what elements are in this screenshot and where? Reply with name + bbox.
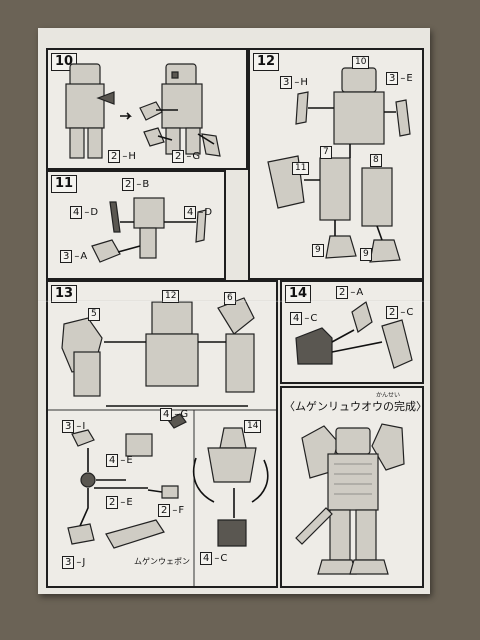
sub-assembly-ref: 11 [292,162,310,175]
step-11-illustration [91,197,207,263]
completed-robot-illustration [295,423,405,575]
completed-title: 〈ムゲンリュウオウの完成〉 [284,400,427,413]
part-label: 2–A [336,286,363,299]
step-14-panel: 14 2–A 4–C 2–C [280,280,424,384]
part-label: 3–A [60,250,87,263]
part-label: 4–D [70,206,98,219]
completed-panel: かんせい 〈ムゲンリュウオウの完成〉 [280,386,427,588]
step-10-illustration [65,63,221,159]
part-label: 2–B [122,178,149,191]
step-number: 10 [51,53,78,71]
part-label: 2–F [158,504,184,517]
step-11-panel: 11 2–B 4–D 4–D 3–A [46,170,226,280]
step-number: 14 [285,285,312,303]
sub-assembly-ref: 5 [88,308,100,321]
part-label: 3–E [386,72,413,85]
step-12-panel: 12 3–H 3–E 10 7 8 11 9 9 [248,48,424,280]
step-13-illustration [48,297,276,586]
sub-assembly-ref: 12 [162,290,180,303]
part-label: 2–H [108,150,136,163]
part-label: 4–G [160,408,188,421]
step-13-panel: 13 5 12 6 14 4–G 3– [46,280,278,588]
part-label: 4–C [290,312,317,325]
sub-assembly-ref: 8 [370,154,382,167]
step-number: 11 [51,175,78,193]
title-ruby: かんせい [376,392,401,399]
part-label: 3–I [62,420,85,433]
sub-assembly-ref: 10 [352,56,370,69]
step-10-panel: 10 2–H 2–G [46,48,248,170]
weapon-caption: ムゲンウェポン [134,557,190,566]
sub-assembly-ref: 9 [312,244,324,257]
sub-assembly-ref: 7 [320,146,332,159]
part-label: 4–C [200,552,227,565]
sub-assembly-ref: 9 [360,248,372,261]
part-label: 4–D [184,206,212,219]
part-label: 3–H [280,76,308,89]
part-label: 2–E [106,496,133,509]
part-label: 3–J [62,556,85,569]
part-label: 2–C [386,306,413,319]
step-number: 13 [51,285,78,303]
part-label: 4–E [106,454,133,467]
sub-assembly-ref: 14 [244,420,262,433]
sub-assembly-ref: 6 [224,292,236,305]
part-label: 2–G [172,150,200,163]
instruction-sheet: 10 2–H 2–G 11 [38,28,430,594]
step-14-illustration [295,301,413,369]
step-number: 12 [253,53,280,71]
